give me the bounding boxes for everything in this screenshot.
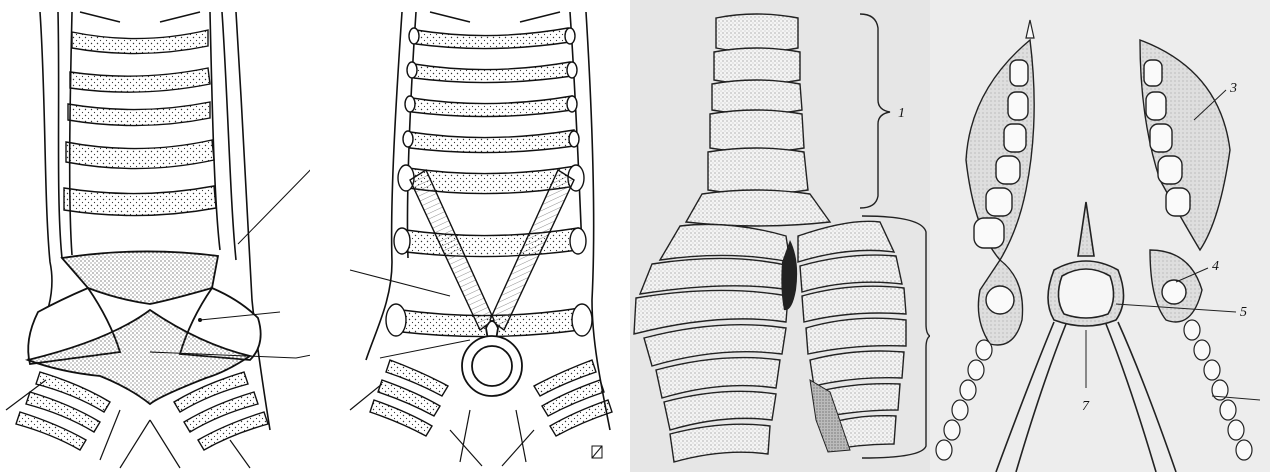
right-chain	[1184, 320, 1252, 460]
figure-b-svg	[330, 0, 630, 472]
pointer-dot	[198, 318, 202, 322]
left-bronchus	[634, 224, 790, 462]
cartilage-rings	[64, 30, 216, 216]
label-3: 3	[1229, 81, 1237, 96]
figure-c-trachea-bifurcation: 1	[630, 0, 930, 472]
figure-a-outline-drawing	[0, 0, 310, 472]
figure-d-cross-section: 3 4 5 7	[930, 0, 1270, 472]
right-lobe	[1140, 40, 1230, 322]
left-lobe	[966, 40, 1034, 345]
label-4: 4	[1212, 259, 1219, 274]
label-7: 7	[1082, 399, 1090, 414]
figure-c-svg: 1	[630, 0, 930, 472]
label-1: 1	[898, 106, 905, 121]
right-bronchus	[798, 221, 906, 450]
label-5: 5	[1240, 305, 1247, 320]
corner-mark	[592, 446, 602, 458]
figure-a-svg	[0, 0, 310, 472]
figure-b-outline-drawing	[330, 0, 630, 472]
trachea-rings	[686, 14, 830, 226]
figure-d-svg: 3 4 5 7	[930, 0, 1270, 472]
